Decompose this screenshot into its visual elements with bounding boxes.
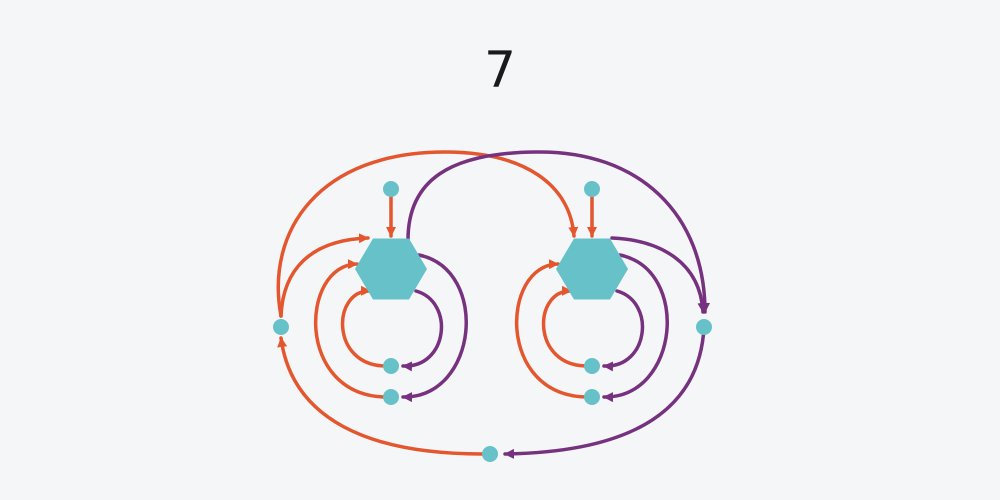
- right-middle-node: [584, 389, 600, 405]
- right-inner-node: [584, 358, 600, 374]
- bottom-node: [482, 446, 498, 462]
- left-hub-node: [355, 238, 427, 300]
- left-inner-node: [383, 358, 399, 374]
- edge-right-inner-to-hub: [541, 285, 589, 368]
- edge-left-hub-to-right-outer: [406, 150, 710, 314]
- left-middle-node: [383, 389, 399, 405]
- edge-right-hub-to-inner: [602, 289, 645, 372]
- left-outer-node: [273, 319, 289, 335]
- edge-left-hub-to-middle: [401, 253, 468, 403]
- edge-left-middle-to-hub: [313, 259, 388, 399]
- edge-right-middle-to-hub: [514, 259, 589, 399]
- edge-right-hub-to-right-outer: [610, 236, 708, 314]
- right-hub-node: [556, 238, 628, 300]
- right-top-node: [584, 181, 600, 197]
- right-outer-node: [696, 319, 712, 335]
- edge-right-hub-to-middle: [602, 253, 669, 403]
- edge-left-outer-to-right-hub: [276, 150, 579, 318]
- edge-left-hub-to-inner: [401, 289, 444, 372]
- edge-right-outer-to-bottom: [503, 325, 706, 459]
- left-top-node: [383, 181, 399, 197]
- edge-left-inner-to-hub: [340, 285, 388, 368]
- edge-bottom-to-left-outer: [277, 336, 484, 456]
- edge-left-outer-to-left-hub: [279, 233, 370, 318]
- diagram-title: 7: [484, 41, 516, 99]
